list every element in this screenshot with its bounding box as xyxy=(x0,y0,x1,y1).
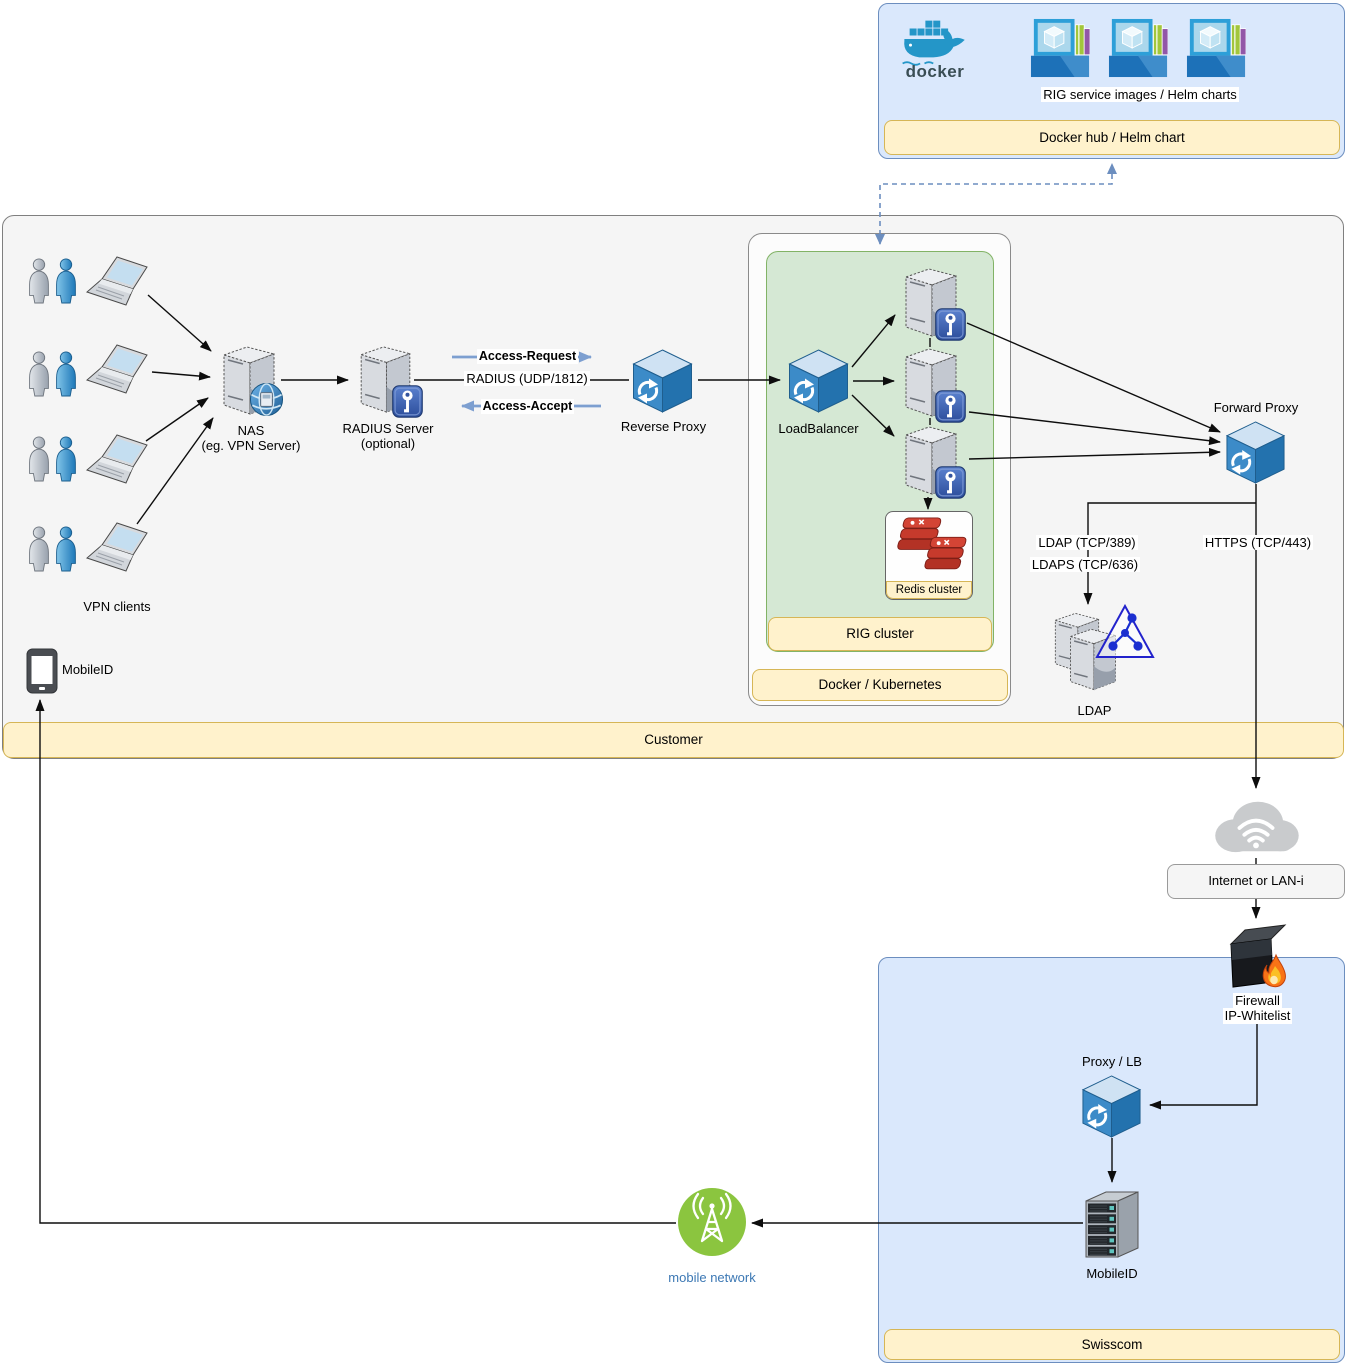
docker-hub-bar: Docker hub / Helm chart xyxy=(884,120,1340,155)
access-request-label: Access-Request xyxy=(476,349,579,364)
customer-bar-label: Customer xyxy=(644,732,703,747)
radius-server-label: RADIUS Server (optional) xyxy=(342,421,434,452)
rig-cluster-bar: RIG cluster xyxy=(768,617,992,651)
mobileid-server-label: MobileID xyxy=(1086,1266,1138,1281)
ldap-389-label: LDAP (TCP/389) xyxy=(1036,535,1138,551)
mobileid-phone-label: MobileID xyxy=(62,662,114,677)
ldaps-636-label: LDAPS (TCP/636) xyxy=(1029,557,1141,573)
docker-kubernetes-bar: Docker / Kubernetes xyxy=(752,669,1008,701)
vpn-clients-label: VPN clients xyxy=(83,599,151,614)
redis-cluster-footer: Redis cluster xyxy=(886,581,972,599)
ldap-label: LDAP xyxy=(1077,703,1112,718)
internet-cloud-icon xyxy=(1213,799,1301,855)
customer-bar: Customer xyxy=(3,722,1344,758)
firewall-label: Firewall IP-Whitelist xyxy=(1222,993,1293,1024)
mobile-network-label: mobile network xyxy=(668,1270,756,1285)
swisscom-bar: Swisscom xyxy=(884,1329,1340,1360)
redis-cluster-label: Redis cluster xyxy=(895,584,963,596)
forward-proxy-label: Forward Proxy xyxy=(1213,400,1299,415)
docker-logo-text: docker xyxy=(905,62,965,81)
nas-label: NAS (eg. VPN Server) xyxy=(201,423,301,454)
https-443-label: HTTPS (TCP/443) xyxy=(1202,535,1314,551)
docker-hub-bar-label: Docker hub / Helm chart xyxy=(1039,130,1185,145)
access-accept-label: Access-Accept xyxy=(480,399,575,414)
proxy-lb-label: Proxy / LB xyxy=(1082,1054,1142,1069)
load-balancer-label: LoadBalancer xyxy=(778,421,859,436)
internet-label: Internet or LAN-i xyxy=(1208,873,1304,888)
rig-cluster-bar-label: RIG cluster xyxy=(846,626,914,641)
radius-protocol-label: RADIUS (UDP/1812) xyxy=(464,371,590,387)
swisscom-bar-label: Swisscom xyxy=(1081,1337,1143,1352)
rig-images-caption: RIG service images / Helm charts xyxy=(1041,87,1239,103)
mobile-network-icon xyxy=(676,1186,748,1258)
customer-zone-box xyxy=(2,215,1344,759)
internet-label-box xyxy=(1167,864,1345,899)
docker-kubernetes-bar-label: Docker / Kubernetes xyxy=(818,677,942,692)
reverse-proxy-label: Reverse Proxy xyxy=(620,419,707,434)
